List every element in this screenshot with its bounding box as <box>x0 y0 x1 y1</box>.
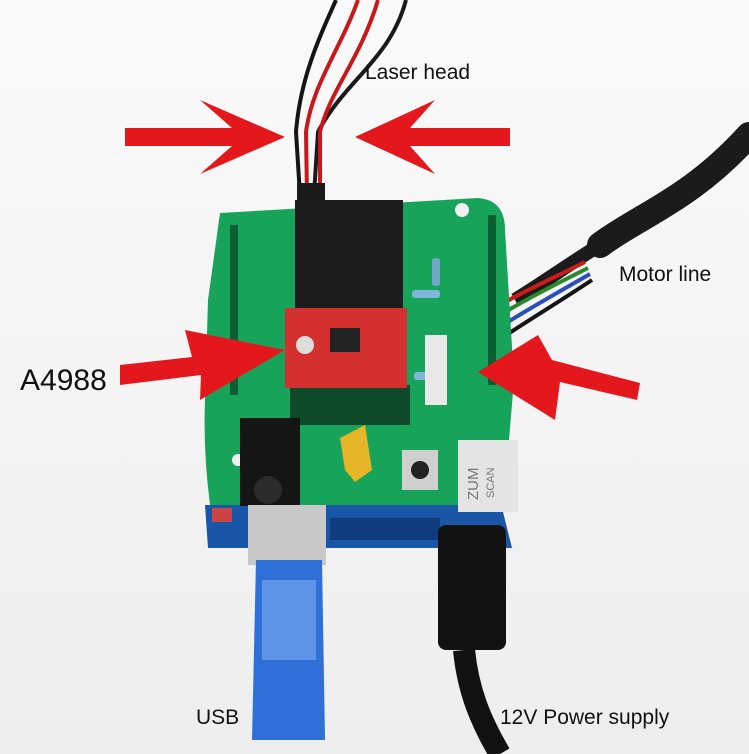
yellow-jumper <box>340 425 372 482</box>
zum-scan-logo: ZUM SCAN <box>458 440 518 512</box>
usb-cable <box>248 505 326 740</box>
shield-power-jack <box>240 418 300 506</box>
logo-text-zum: ZUM <box>465 468 482 501</box>
arrow-laser-left <box>125 100 285 174</box>
reset-button <box>402 450 438 490</box>
arrow-motor-connector <box>478 335 640 420</box>
a4988-label: A4988 <box>20 364 107 397</box>
power-cable <box>438 525 510 754</box>
logo-text-scan: SCAN <box>485 467 497 498</box>
arrow-laser-right <box>355 100 510 174</box>
arrow-a4988 <box>120 330 285 400</box>
motor-line-label: Motor line <box>619 263 712 286</box>
laser-head-label: Laser head <box>365 61 471 84</box>
laser-wires <box>293 0 408 201</box>
usb-label: USB <box>196 706 240 729</box>
power-supply-label: 12V Power supply <box>500 706 670 729</box>
a4988-driver-board <box>285 308 407 388</box>
